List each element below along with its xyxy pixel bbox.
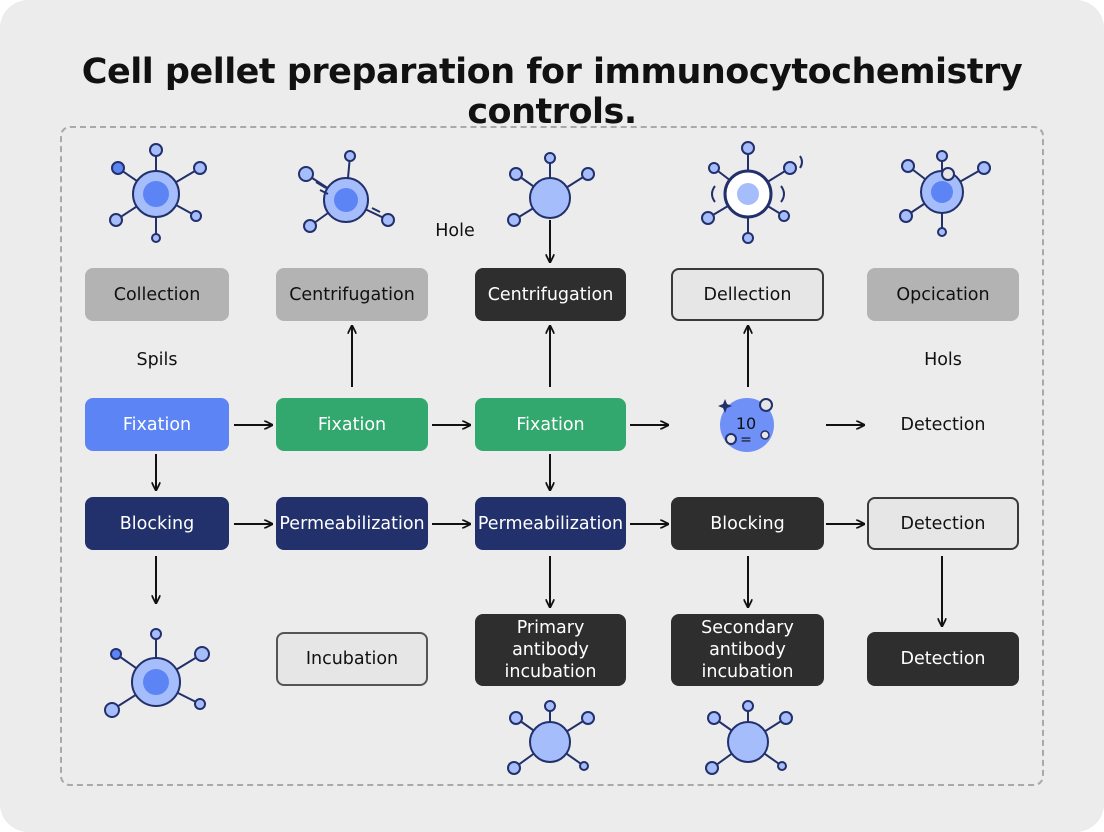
label-hols: Hols xyxy=(924,350,962,370)
box-permeabilization-1: Permeabilization xyxy=(276,497,428,550)
cell-icon xyxy=(298,150,395,233)
box-opcication: Opcication xyxy=(867,268,1019,321)
box-detection-2: Detection xyxy=(867,632,1019,686)
box-fixation-3: Fixation xyxy=(475,398,626,451)
label-detection: Detection xyxy=(900,415,986,435)
box-blocking-2: Blocking xyxy=(671,497,824,550)
box-permeabilization-2: Permeabilization xyxy=(475,497,626,550)
cell-icon xyxy=(705,700,793,775)
cell-icon xyxy=(507,152,595,227)
box-centrifugation-1: Centrifugation xyxy=(276,268,428,321)
dashed-frame xyxy=(60,126,1044,786)
diagram-title: Cell pellet preparation for immunocytoch… xyxy=(81,52,1023,132)
label-spils: Spils xyxy=(136,350,178,370)
box-fixation-1: Fixation xyxy=(85,398,229,451)
box-secondary-antibody-incubation: Secondary antibody incubation xyxy=(671,614,824,686)
box-detection-1: Detection xyxy=(867,497,1019,550)
box-primary-antibody-incubation: Primary antibody incubation xyxy=(475,614,626,686)
cell-icon xyxy=(104,628,210,718)
cell-icon xyxy=(507,700,595,775)
counter-symbol: = xyxy=(740,432,752,448)
box-dellection: Dellection xyxy=(671,268,824,321)
box-centrifugation-2: Centrifugation xyxy=(475,268,626,321)
cell-counter-icon: 10 = xyxy=(718,398,774,452)
cell-icon xyxy=(109,143,207,243)
box-blocking-1: Blocking xyxy=(85,497,229,550)
counter-value: 10 xyxy=(736,414,756,433)
box-fixation-2: Fixation xyxy=(276,398,428,451)
box-collection: Collection xyxy=(85,268,229,321)
cell-icon xyxy=(701,141,803,244)
box-incubation: Incubation xyxy=(276,632,428,686)
label-hole: Hole xyxy=(435,221,475,241)
cell-icon xyxy=(899,150,991,237)
